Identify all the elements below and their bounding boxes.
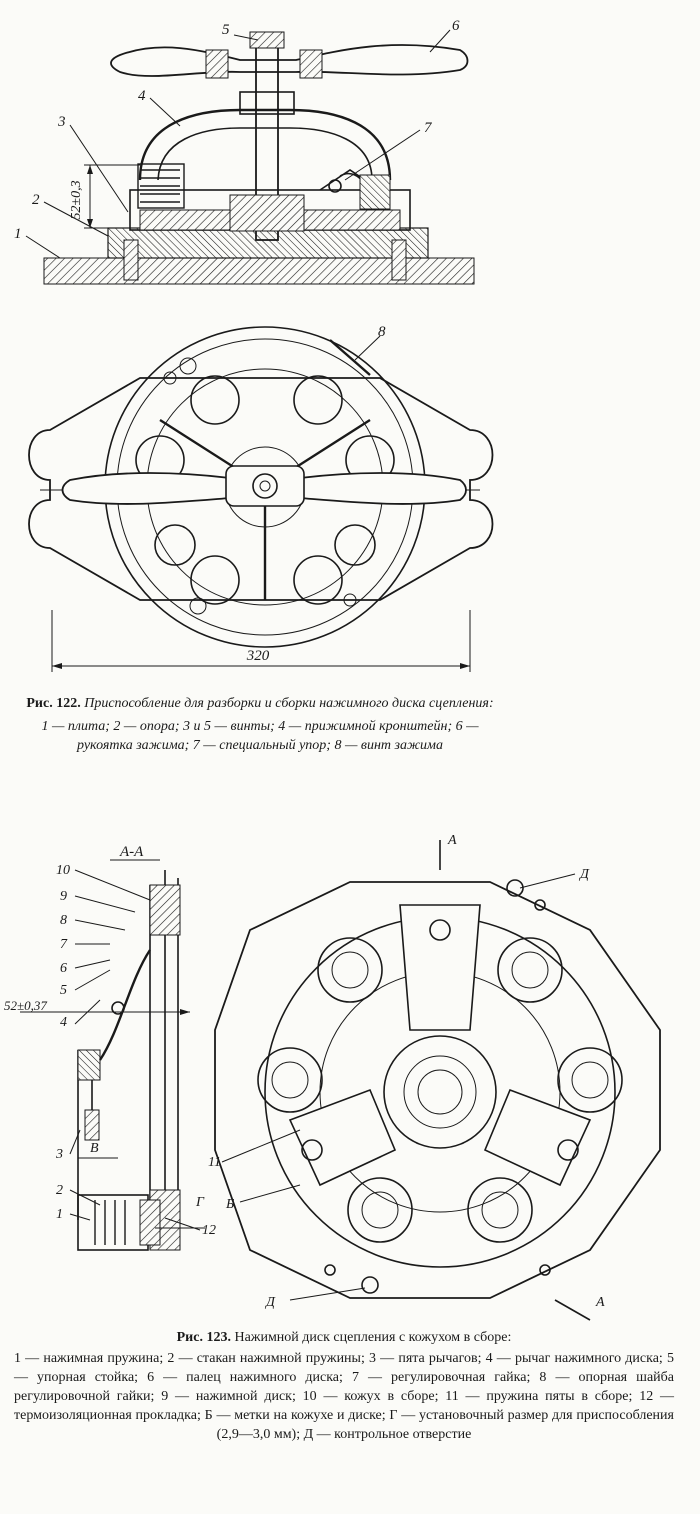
caption-122-title-text: Приспособление для разборки и сборки наж… [84,696,494,711]
pressure-plate-front-view: А А Д Д Б 11 [208,833,661,1321]
caption-figure-122: Рис. 122. Приспособление для разборки и … [20,694,500,755]
callout-123-9: 9 [60,889,67,904]
section-label: А-А [119,844,144,860]
caption-figure-123: Рис. 123. Нажимной диск сцепления с кожу… [14,1328,674,1444]
callout-122-8: 8 [378,324,386,340]
caption-123-legend: 1 — нажимная пружина; 2 — стакан нажимно… [14,1351,674,1442]
caption-122-title: Рис. 122. Приспособление для разборки и … [20,694,500,713]
callout-123-5: 5 [60,983,67,998]
callout-123-10: 10 [56,863,70,878]
dim-height-122: 52±0,3 [69,180,84,219]
fixture-side-view: 52±0,3 1 2 3 4 5 6 7 [14,18,475,285]
dim-b: В [90,1141,99,1156]
mark-b: Б [225,1197,234,1212]
caption-123-number: Рис. 123. [176,1330,231,1345]
base-plate [43,257,475,285]
fixture-plan-view: 8 320 [28,324,494,672]
mark-g: Г [195,1195,205,1210]
figure-123-drawing: А-А 52±0,37 В [4,833,661,1321]
callout-123-7: 7 [60,937,68,952]
mark-d-bottom: Д [264,1295,276,1310]
callout-123-3: 3 [55,1147,63,1162]
caption-123-title-text: Нажимной диск сцепления с кожухом в сбор… [234,1330,512,1345]
figure-122-drawing: 52±0,3 1 2 3 4 5 6 7 [14,18,494,672]
caption-122-number: Рис. 122. [26,696,81,711]
caption-122-legend: 1 — плита; 2 — опора; 3 и 5 — винты; 4 —… [41,719,479,753]
mark-a-bottom: А [595,1295,605,1310]
callout-122-4: 4 [138,88,146,104]
support [107,227,429,259]
callout-122-3: 3 [57,114,66,130]
callout-123-12: 12 [202,1223,216,1238]
callout-122-7: 7 [424,120,433,136]
callout-123-2: 2 [56,1183,63,1198]
callout-123-1: 1 [56,1207,63,1222]
callout-122-2: 2 [32,192,40,208]
dim-width-122: 320 [246,648,270,664]
caption-123-title: Рис. 123. Нажимной диск сцепления с кожу… [14,1328,674,1347]
callout-123-11: 11 [208,1155,221,1170]
callout-123-8: 8 [60,913,67,928]
callout-122-1: 1 [14,226,22,242]
mark-d-top: Д [578,867,590,882]
callout-123-6: 6 [60,961,67,976]
callout-122-6: 6 [452,18,460,34]
dim-height-123: 52±0,37 [4,998,47,1013]
callout-122-5: 5 [222,22,230,38]
section-a-a: А-А 52±0,37 В [4,844,216,1251]
mark-a-top: А [447,833,457,848]
callout-123-4: 4 [60,1015,67,1030]
